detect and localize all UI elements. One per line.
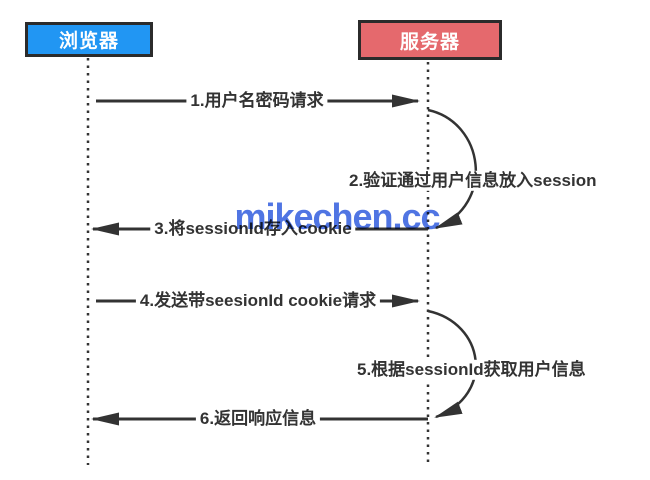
message-label-6: 6.返回响应信息 xyxy=(195,408,321,430)
message-label-5: 5.根据sessionId获取用户信息 xyxy=(353,359,590,381)
message-label-2: 2.验证通过用户信息放入session xyxy=(345,170,601,192)
self-loop-arrow-2 xyxy=(427,108,478,230)
actor-box-server: 服务器 xyxy=(358,20,502,60)
message-label-3: 3.将sessionId存入cookie xyxy=(150,218,356,240)
message-label-1: 1.用户名密码请求 xyxy=(186,90,328,112)
actor-box-browser: 浏览器 xyxy=(25,22,153,57)
message-label-4: 4.发送带seesionId cookie请求 xyxy=(135,290,381,312)
